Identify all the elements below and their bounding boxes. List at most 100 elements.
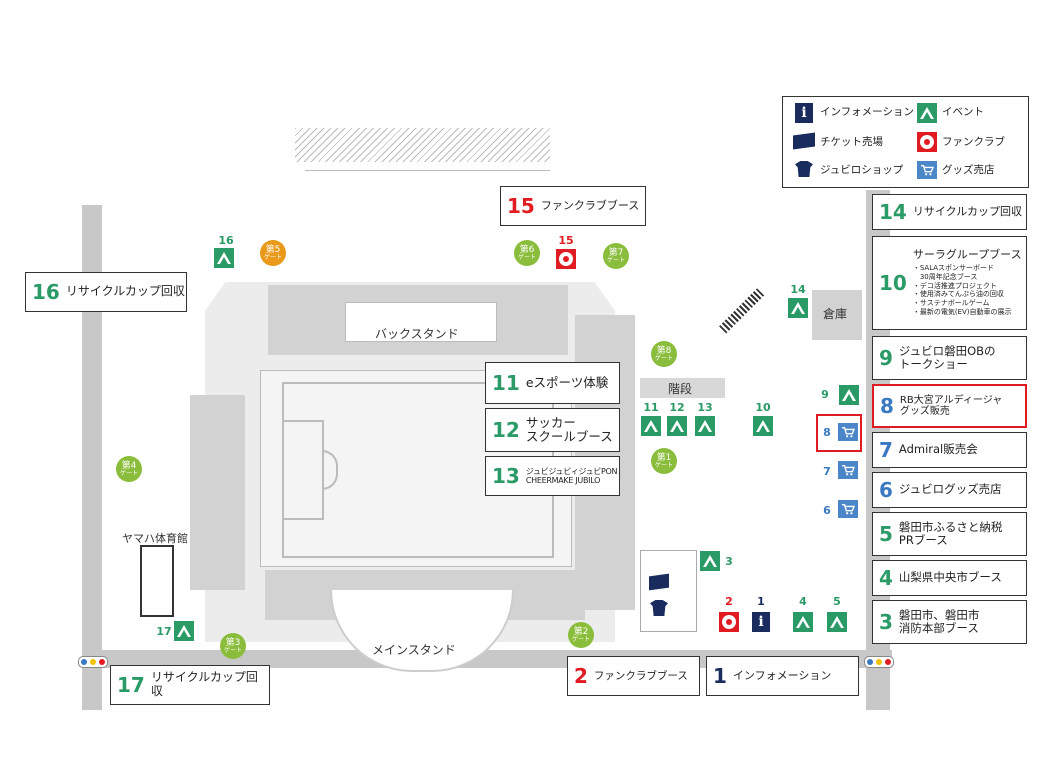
booth-r4-label: 山梨県中央市ブース bbox=[898, 570, 1002, 585]
booth-r9-label-2: トークショー bbox=[898, 357, 968, 371]
booth-r14-label: リサイクルカップ回収 bbox=[912, 204, 1022, 218]
booth-1-label: インフォメーション bbox=[732, 668, 832, 682]
booth-15-num: 15 bbox=[507, 194, 535, 218]
booth-r10-box: 10 サーラグループブース ・SALAスポンサーボード 30周年記念ブース ・デ… bbox=[872, 236, 1027, 330]
marker-3-num: 3 bbox=[725, 555, 733, 568]
booth-17-box: 17 リサイクルカップ回収 bbox=[110, 665, 270, 705]
event-icon-9 bbox=[839, 385, 859, 405]
kaidan-bar bbox=[640, 378, 725, 398]
marker-17-num: 17 bbox=[156, 625, 172, 638]
marker-7-num: 7 bbox=[823, 465, 831, 478]
west-stand bbox=[190, 395, 245, 590]
fanclub-icon-15 bbox=[556, 249, 576, 269]
info-icon-1: i bbox=[752, 612, 770, 632]
legend-goods-label: グッズ売店 bbox=[942, 164, 995, 176]
event-icon-10 bbox=[753, 416, 773, 436]
booth-r9-num: 9 bbox=[879, 346, 893, 370]
booth-12-box: 12 サッカースクールブース bbox=[485, 408, 620, 452]
goods-cart-icon bbox=[917, 161, 937, 179]
booth-r10-num: 10 bbox=[879, 271, 907, 295]
booth-16-num: 16 bbox=[32, 280, 60, 304]
booth-r10-line-2: ・デコ活推進プロジェクト bbox=[912, 281, 997, 290]
fanclub-icon bbox=[917, 132, 937, 152]
marker-4-num: 4 bbox=[799, 595, 807, 608]
event-icon-17 bbox=[174, 621, 194, 641]
booth-r14-box: 14 リサイクルカップ回収 bbox=[872, 194, 1027, 230]
booth-r5-label-1: 磐田市ふるさと納税 bbox=[898, 519, 1003, 534]
event-icon-11 bbox=[641, 416, 661, 436]
yamaha-gym bbox=[140, 545, 174, 617]
booth-15-label: ファンクラブブース bbox=[540, 198, 640, 212]
booth-16-box: 16 リサイクルカップ回収 bbox=[25, 272, 187, 312]
booth-r8-box: 8 RB大宮アルディージャグッズ販売 bbox=[872, 384, 1027, 428]
booth-r10-line-0: ・SALAスポンサーボード bbox=[912, 264, 995, 273]
ticket-icon-map bbox=[649, 573, 669, 591]
booth-r3-label-1: 磐田市、磐田市 bbox=[898, 607, 980, 622]
booth-r7-num: 7 bbox=[879, 438, 893, 462]
event-icon-3 bbox=[700, 551, 720, 571]
goods-cart-icon-8 bbox=[838, 423, 858, 441]
marker-9-num: 9 bbox=[821, 388, 829, 401]
booth-r5-num: 5 bbox=[879, 522, 893, 546]
back-stand-label: バックスタンド bbox=[375, 327, 459, 341]
goods-cart-icon-7 bbox=[838, 461, 858, 479]
marker-10-num: 10 bbox=[755, 401, 771, 414]
booth-r10-line-1: 30周年記念ブース bbox=[912, 272, 978, 281]
booth-r3-label-2: 消防本部ブース bbox=[898, 621, 979, 635]
marker-16-num: 16 bbox=[218, 234, 234, 247]
booth-r7-box: 7 Admiral販売会 bbox=[872, 432, 1027, 468]
marker-11-num: 11 bbox=[643, 401, 659, 414]
warehouse bbox=[812, 290, 862, 340]
booth-r8-label-2: グッズ販売 bbox=[899, 406, 950, 417]
booth-13-num: 13 bbox=[492, 464, 520, 488]
booth-r7-label: Admiral販売会 bbox=[898, 442, 978, 457]
marker-14-num: 14 bbox=[790, 283, 806, 296]
booth-12-num: 12 bbox=[492, 418, 520, 442]
marker-1-num: 1 bbox=[757, 595, 765, 608]
booth-r9-label-1: ジュビロ磐田OBの bbox=[898, 343, 996, 358]
yamaha-gym-label: ヤマハ体育館 bbox=[122, 532, 188, 545]
booth-r8-label-1: RB大宮アルディージャ bbox=[899, 394, 1003, 406]
event-icon-16 bbox=[214, 248, 234, 268]
marker-2-num: 2 bbox=[725, 595, 733, 608]
legend bbox=[782, 96, 1029, 188]
legend-event-label: イベント bbox=[942, 106, 984, 118]
booth-15-box: 15 ファンクラブブース bbox=[500, 186, 646, 226]
booth-r9-box: 9 ジュビロ磐田OBのトークショー bbox=[872, 336, 1027, 380]
fanclub-icon-2 bbox=[719, 612, 739, 632]
booth-r10-line-3: ・使用済みてんぷら油の回収 bbox=[912, 290, 1004, 299]
marker-5-num: 5 bbox=[833, 595, 841, 608]
event-icon-4 bbox=[793, 612, 813, 632]
booth-13-label-1: ジュビジュビィジュビPON bbox=[525, 466, 618, 476]
booth-11-box: 11 eスポーツ体験 bbox=[485, 362, 620, 404]
marker-13-num: 13 bbox=[697, 401, 713, 414]
booth-2-box: 2 ファンクラブブース bbox=[567, 656, 700, 696]
booth-12-label-1: サッカー bbox=[525, 414, 576, 430]
booth-r10-line-4: ・サステナボールゲーム bbox=[912, 299, 990, 308]
east-building bbox=[640, 550, 697, 632]
marker-15-num: 15 bbox=[558, 234, 574, 247]
marker-12-num: 12 bbox=[669, 401, 685, 414]
stairs bbox=[719, 287, 765, 334]
back-stand-inner bbox=[345, 302, 497, 342]
booth-r6-num: 6 bbox=[879, 478, 893, 502]
booth-r14-num: 14 bbox=[879, 200, 907, 224]
warehouse-label: 倉庫 bbox=[823, 307, 848, 321]
booth-17-label: リサイクルカップ回収 bbox=[150, 670, 258, 698]
marker-8-num: 8 bbox=[823, 426, 831, 439]
booth-r5-label-2: PRブース bbox=[898, 533, 948, 547]
booth-13-label-2: CHEERMAKE JUBILO bbox=[525, 476, 601, 485]
booth-r10-title: サーラグループブース bbox=[912, 248, 1022, 262]
legend-shop-label: ジュビロショップ bbox=[820, 164, 904, 176]
booth-8-highlight bbox=[816, 414, 862, 452]
booth-r4-box: 4 山梨県中央市ブース bbox=[872, 560, 1027, 596]
penalty-box-left bbox=[282, 420, 324, 520]
booth-r10-line-5: ・最新の電気(EV)自動車の展示 bbox=[912, 307, 1012, 316]
event-icon-14 bbox=[788, 298, 808, 318]
